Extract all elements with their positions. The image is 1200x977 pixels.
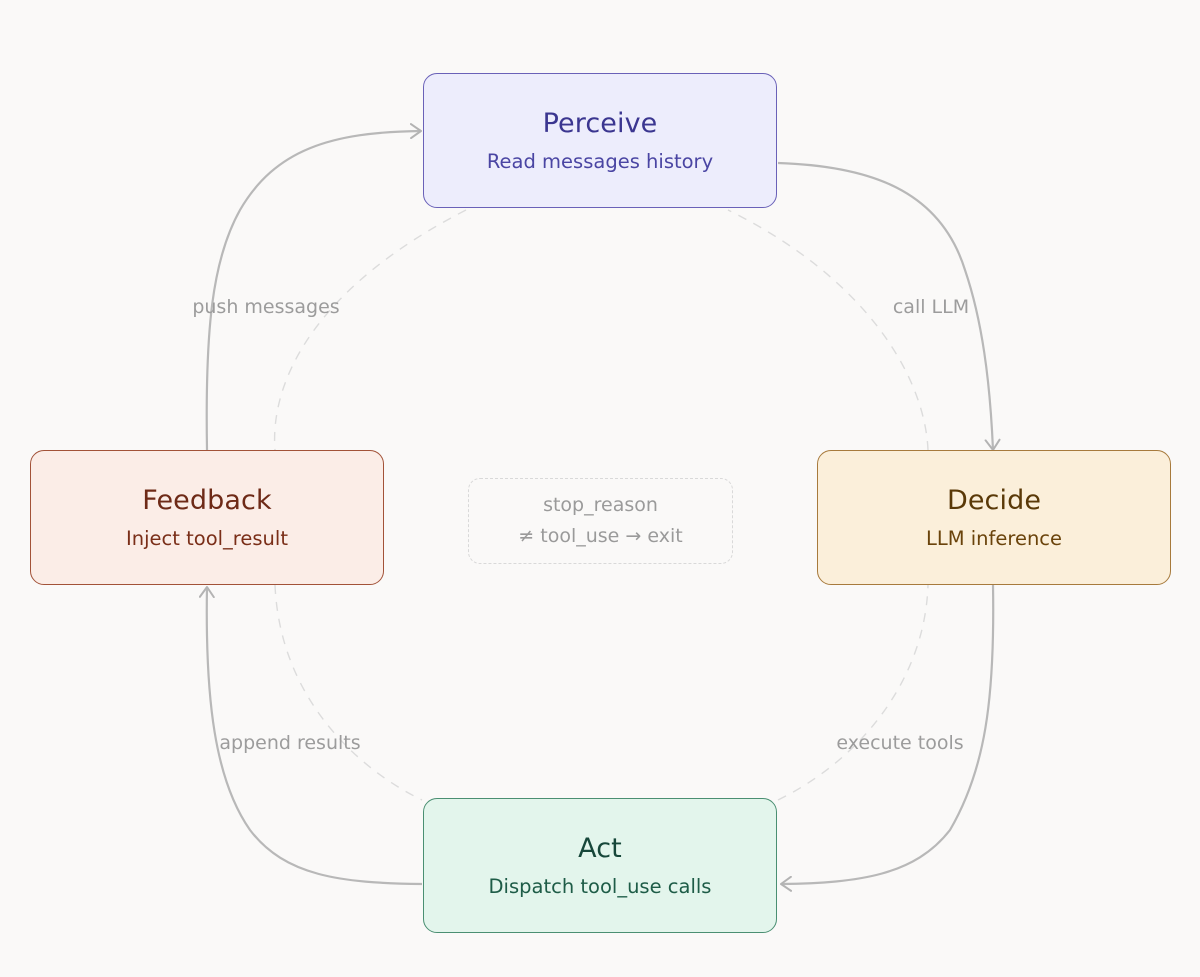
label-execute-tools: execute tools [836, 732, 963, 754]
feedback-subtitle: Inject tool_result [126, 526, 288, 550]
decide-node: Decide LLM inference [817, 450, 1171, 585]
feedback-node: Feedback Inject tool_result [30, 450, 384, 585]
label-append-results: append results [219, 732, 360, 754]
act-node: Act Dispatch tool_use calls [423, 798, 777, 933]
edge-append-results [198, 586, 423, 886]
edge-push-messages [205, 123, 422, 451]
act-subtitle: Dispatch tool_use calls [488, 874, 712, 898]
perceive-subtitle: Read messages history [486, 149, 714, 173]
label-call-llm: call LLM [893, 296, 969, 318]
feedback-title: Feedback [142, 484, 272, 516]
decide-title: Decide [946, 484, 1042, 516]
edge-call-llm [777, 161, 1001, 451]
exit-condition-note: stop_reason ≠ tool_use → exit [468, 478, 733, 564]
exit-condition-line2: ≠ tool_use → exit [518, 525, 683, 547]
decide-subtitle: LLM inference [925, 526, 1063, 550]
perceive-node: Perceive Read messages history [423, 73, 777, 208]
edge-execute-tools [780, 584, 995, 892]
act-title: Act [578, 832, 622, 864]
label-push-messages: push messages [192, 296, 339, 318]
perceive-title: Perceive [542, 107, 658, 139]
exit-condition-line1: stop_reason [543, 494, 658, 516]
